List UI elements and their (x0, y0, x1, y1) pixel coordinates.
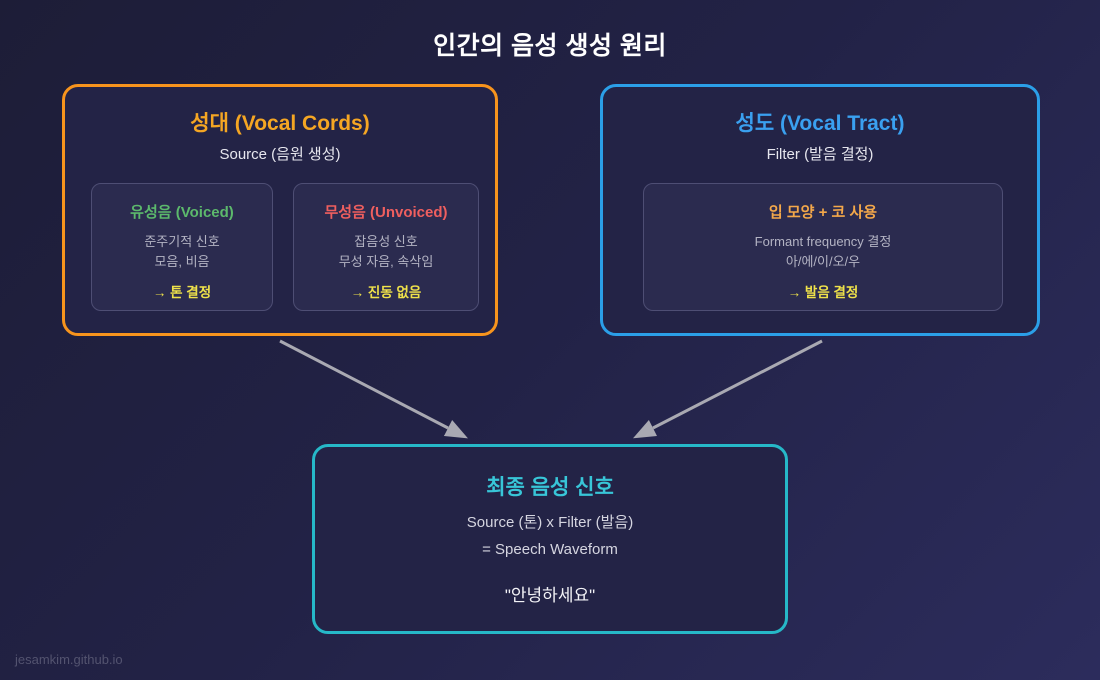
page-title: 인간의 음성 생성 원리 (433, 32, 667, 60)
unvoiced-result: → 진동 없음 (350, 285, 422, 300)
mouth-nose-subbox: 입 모양 + 코 사용 Formant frequency 결정 아/에/이/오… (643, 183, 1003, 311)
arrow-tract-to-final (632, 339, 823, 439)
final-signal-title: 최종 음성 신호 (486, 476, 614, 499)
mouth-nose-line: 아/에/이/오/우 (785, 254, 861, 269)
final-signal-formula: Source (톤) x Filter (발음) (466, 514, 634, 531)
final-signal-box: 최종 음성 신호 Source (톤) x Filter (발음) = Spee… (312, 444, 788, 634)
voiced-result: → 톤 결정 (152, 285, 212, 300)
arrow-cords-to-final (279, 339, 468, 439)
mouth-nose-line: Formant frequency 결정 (754, 234, 892, 249)
vocal-cords-subtitle: Source (음원 생성) (219, 146, 341, 163)
vocal-tract-title: 성도 (Vocal Tract) (735, 112, 905, 135)
voiced-line: 준주기적 신호 (144, 234, 220, 249)
final-signal-example: "안녕하세요" (504, 586, 596, 605)
final-signal-result: = Speech Waveform (482, 541, 618, 558)
unvoiced-line: 잡음성 신호 (354, 234, 418, 249)
vocal-cords-box: 성대 (Vocal Cords) Source (음원 생성) 유성음 (Voi… (62, 84, 498, 336)
voiced-subbox: 유성음 (Voiced) 준주기적 신호 모음, 비음 → 톤 결정 (91, 183, 273, 311)
mouth-nose-heading: 입 모양 + 코 사용 (768, 204, 878, 221)
unvoiced-subbox: 무성음 (Unvoiced) 잡음성 신호 무성 자음, 속삭임 → 진동 없음 (293, 183, 479, 311)
vocal-tract-box: 성도 (Vocal Tract) Filter (발음 결정) 입 모양 + 코… (600, 84, 1040, 336)
unvoiced-line: 무성 자음, 속삭임 (338, 254, 434, 269)
vocal-tract-subtitle: Filter (발음 결정) (766, 146, 874, 163)
voiced-heading: 유성음 (Voiced) (130, 204, 234, 221)
mouth-nose-result: → 발음 결정 (787, 285, 859, 300)
voiced-line: 모음, 비음 (154, 254, 210, 269)
unvoiced-heading: 무성음 (Unvoiced) (324, 204, 448, 221)
vocal-cords-title: 성대 (Vocal Cords) (190, 112, 370, 135)
footer-credit: jesamkim.github.io (15, 652, 123, 667)
